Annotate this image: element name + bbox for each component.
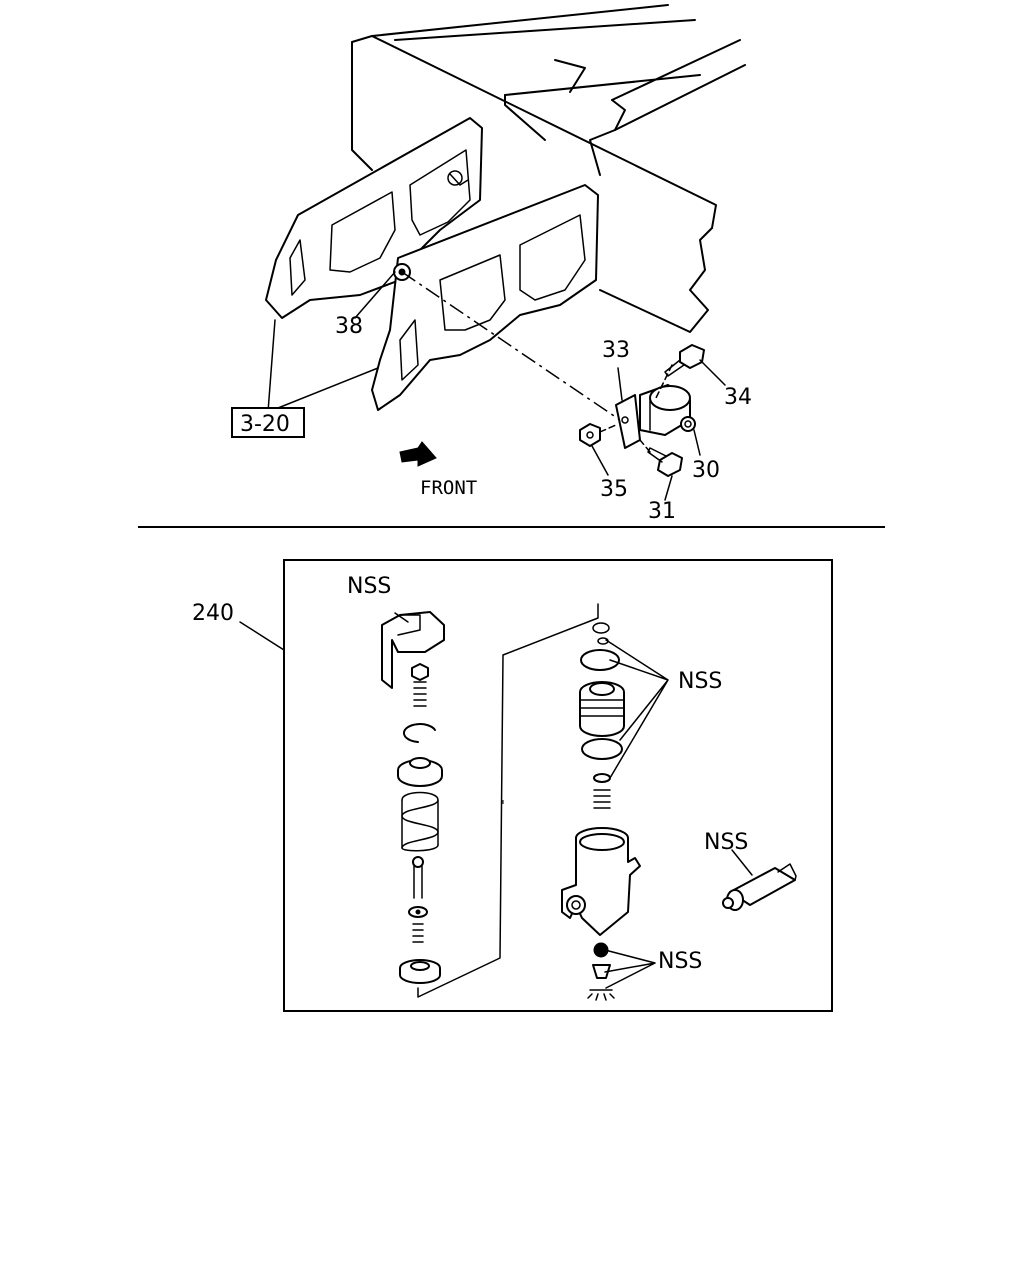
kit-frame [283,559,833,1012]
grease-tube [722,863,797,911]
callout-33: 33 [602,338,630,363]
ref-box-label: 3-20 [240,412,290,437]
nss-label-tube: NSS [704,830,748,855]
nss-label-bottom: NSS [658,949,702,974]
front-arrow-icon [399,441,437,467]
bolt-31 [647,447,683,477]
callout-240: 240 [192,601,234,626]
callout-35: 35 [600,477,628,502]
ref-leader-lines [267,319,379,413]
callout-34: 34 [724,385,752,410]
chassis-frame-rail [351,4,746,333]
centerline [401,271,621,421]
kit-left-stack [381,611,445,984]
nss-label-top: NSS [347,574,391,599]
kit-right-stack [561,622,641,1001]
bolt-34 [664,344,705,377]
front-label: FRONT [420,477,477,499]
callout-31: 31 [648,499,676,524]
nss-label-right: NSS [678,669,722,694]
ref-box [231,407,305,438]
nut-35 [579,423,601,447]
callout-30: 30 [692,458,720,483]
hanger-bracket-front [371,170,599,411]
valve-assembly-30 [615,384,696,449]
callout-38: 38 [335,314,363,339]
